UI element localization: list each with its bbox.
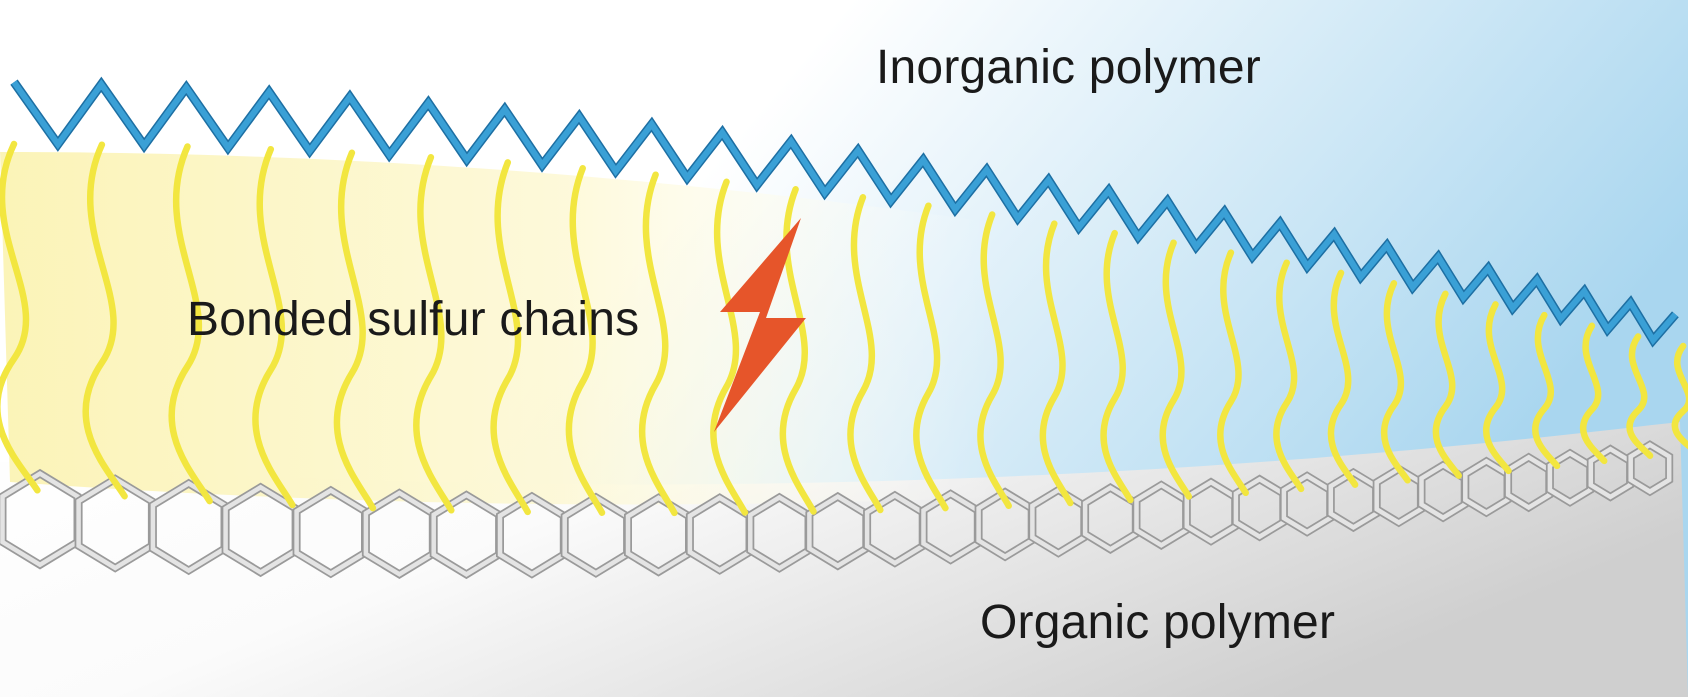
sulfur-chain bbox=[1039, 220, 1074, 507]
sulfur-chain bbox=[1380, 280, 1411, 484]
sulfur-chain bbox=[1671, 342, 1688, 450]
sulfur-chain bbox=[847, 194, 884, 514]
sulfur-chain bbox=[1217, 249, 1249, 497]
sulfur-chain bbox=[490, 159, 531, 516]
label-organic-polymer: Organic polymer bbox=[980, 596, 1336, 649]
sulfur-chain bbox=[82, 141, 128, 500]
sulfur-chain bbox=[1327, 269, 1359, 488]
sulfur-chain bbox=[252, 145, 296, 509]
sulfur-chain bbox=[977, 211, 1012, 510]
label-bonded-sulfur-chains: Bonded sulfur chains bbox=[187, 293, 640, 346]
sulfur-chain bbox=[1532, 311, 1561, 470]
sulfur-chain bbox=[168, 143, 213, 505]
sulfur-chain bbox=[638, 171, 678, 517]
sulfur-chain bbox=[1580, 322, 1608, 465]
inorganic-chain-bond bbox=[11, 79, 1678, 346]
hexagon-ring bbox=[0, 470, 80, 568]
sulfur-chain bbox=[1626, 333, 1654, 459]
sulfur-chain bbox=[333, 149, 377, 512]
hexagon-ring bbox=[1628, 442, 1672, 495]
sulfur-chain bbox=[0, 140, 41, 494]
organic-polymer-lattice bbox=[0, 440, 1674, 580]
inorganic-polymer-chain bbox=[10, 76, 1679, 348]
sulfur-chains bbox=[0, 140, 1688, 517]
sulfur-chain bbox=[913, 202, 949, 512]
sulfur-chain bbox=[1432, 290, 1462, 479]
label-inorganic-polymer: Inorganic polymer bbox=[876, 41, 1261, 94]
sulfur-chain bbox=[413, 153, 455, 514]
sulfur-glow-band bbox=[0, 150, 1250, 505]
sulfur-chain bbox=[1159, 239, 1193, 500]
sulfur-chain bbox=[1100, 229, 1134, 504]
sulfur-chain bbox=[1273, 259, 1305, 493]
sulfur-chain bbox=[565, 165, 606, 516]
lightning-bolt-icon bbox=[714, 218, 806, 432]
sulfur-chain bbox=[710, 178, 749, 516]
sulfur-chain bbox=[1482, 301, 1512, 475]
